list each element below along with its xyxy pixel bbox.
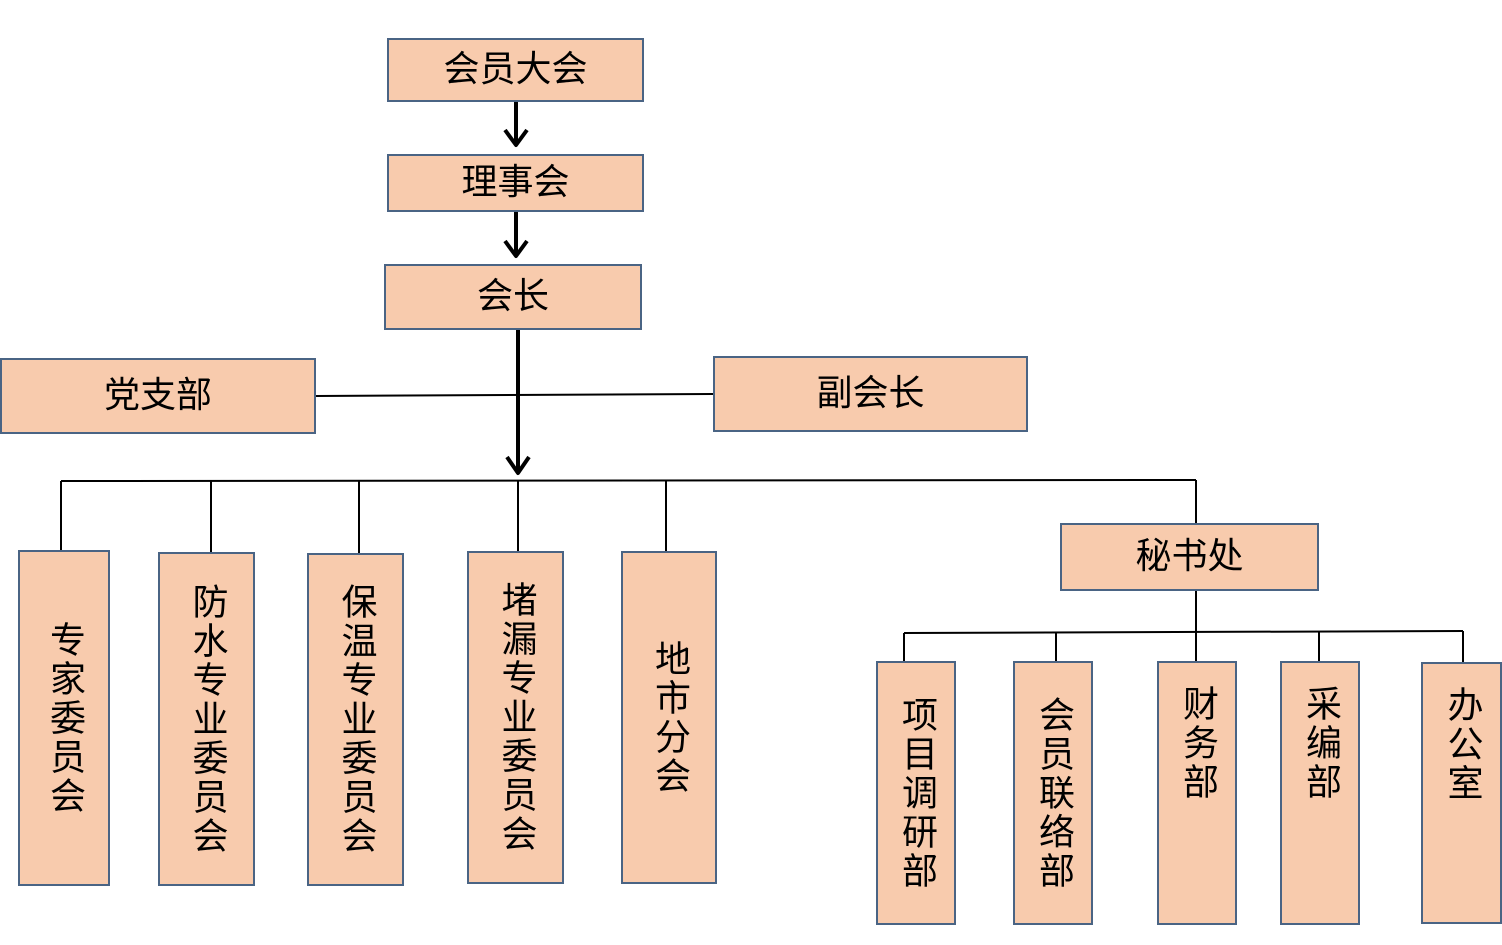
secretariat-box: 秘书处 — [1060, 523, 1319, 591]
president-label: 会长 — [476, 276, 549, 317]
department-label-research: 项目调研部 — [896, 695, 937, 891]
party-branch-label: 党支部 — [103, 375, 212, 416]
department-label-editorial: 采编部 — [1300, 685, 1341, 802]
committee-label-leak-sealing: 堵漏专业委员会 — [495, 581, 537, 854]
committee-label-insulation: 保温专业委员会 — [335, 583, 377, 856]
arrow-president-bus-head — [505, 455, 531, 475]
general-assembly-label: 会员大会 — [443, 49, 588, 90]
vice-president-label: 副会长 — [816, 373, 925, 414]
committee-box-insulation: 保温专业委员会 — [307, 553, 404, 886]
department-bus-line — [903, 630, 1464, 634]
committee-box-leak-sealing: 堵漏专业委员会 — [467, 551, 564, 884]
committee-box-city-branches: 地市分会 — [621, 551, 717, 884]
department-box-editorial: 采编部 — [1280, 661, 1360, 925]
department-box-research: 项目调研部 — [876, 661, 956, 925]
committee-box-waterproofing: 防水专业委员会 — [158, 552, 255, 886]
council-label: 理事会 — [461, 162, 570, 203]
arrow-assembly-council-head — [503, 128, 529, 147]
council-box: 理事会 — [387, 154, 644, 212]
department-label-office: 办公室 — [1441, 686, 1483, 803]
committee-label-waterproofing: 防水专业委员会 — [186, 582, 228, 856]
department-box-member-liaison: 会员联络部 — [1013, 661, 1093, 925]
department-box-office: 办公室 — [1421, 662, 1502, 924]
department-label-finance: 财务部 — [1177, 685, 1218, 802]
committee-box-experts: 专家委员会 — [18, 550, 110, 886]
general-assembly-box: 会员大会 — [387, 38, 644, 102]
president-box: 会长 — [384, 264, 642, 330]
party-branch-box: 党支部 — [0, 358, 316, 434]
arrow-council-president-head — [503, 239, 529, 258]
committee-label-experts: 专家委员会 — [44, 620, 85, 816]
vice-president-box: 副会长 — [713, 356, 1028, 432]
side-link-line — [315, 393, 714, 397]
main-bus-line — [60, 479, 1197, 482]
secretariat-label: 秘书处 — [1135, 536, 1244, 577]
department-label-member-liaison: 会员联络部 — [1033, 695, 1074, 891]
committee-label-city-branches: 地市分会 — [649, 639, 690, 796]
department-box-finance: 财务部 — [1157, 661, 1237, 925]
